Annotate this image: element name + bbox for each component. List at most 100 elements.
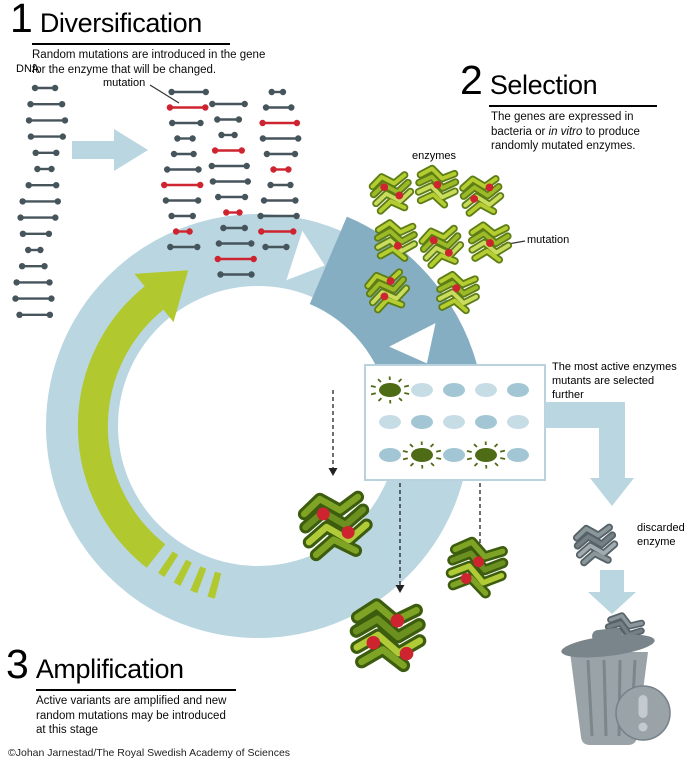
dna-base-dot: [241, 224, 248, 232]
dna-base-dot: [214, 255, 221, 263]
green-arrowhead: [134, 270, 189, 323]
dna-base-dot: [31, 84, 39, 92]
dna-base-dot: [12, 295, 19, 302]
step2-heading: 2 Selection: [460, 60, 598, 101]
enzymes-label: enzymes: [412, 150, 457, 162]
dna-base-dot: [220, 224, 227, 232]
green-arrow-dashes: [153, 548, 222, 599]
dna-base-dot: [217, 271, 224, 278]
dna-base-dot: [17, 214, 24, 221]
well: [443, 415, 465, 429]
enzyme-ribbon: [375, 297, 404, 312]
dna-base-dot: [258, 228, 265, 235]
step3-title: Amplification: [35, 654, 184, 684]
dna-mutated-2: [208, 100, 257, 278]
dna-base-dot: [13, 279, 20, 286]
mutation-dot: [485, 183, 494, 192]
mutation-dot: [366, 635, 381, 650]
active-well: [475, 448, 497, 462]
dna-base-dot: [268, 88, 275, 96]
well-ray: [466, 457, 473, 461]
dna-base-dot: [167, 243, 174, 251]
dna-base-dot: [19, 230, 27, 237]
enzyme-ribbon: [358, 646, 407, 669]
dna-base-dot: [164, 166, 171, 173]
dashed-arrowhead: [328, 468, 338, 476]
dna-base-dot: [208, 162, 215, 170]
well-ray: [398, 397, 403, 402]
trash-badge-mark: [638, 695, 648, 718]
mutation-dot: [470, 194, 479, 203]
dna-base-dot: [32, 149, 39, 156]
mutation-dot: [380, 292, 389, 301]
discard-arrow-icon: [545, 402, 634, 506]
enzyme-icon: [349, 598, 427, 673]
mutation-dot: [316, 507, 330, 521]
enzyme-cluster: [364, 164, 513, 315]
enzyme-ribbon: [470, 240, 511, 255]
dna-base-dot: [172, 228, 180, 235]
dna-base-dot: [189, 135, 196, 142]
credit-line: ©Johan Jarnestad/The Royal Swedish Acade…: [8, 747, 291, 759]
dna-base-dot: [279, 88, 287, 96]
plate-note: The most active enzymes mutants are sele…: [552, 361, 677, 401]
dna-base-dot: [263, 150, 271, 158]
dna-base-dot: [197, 181, 204, 189]
dna-base-dot: [260, 197, 268, 204]
well-ray: [409, 443, 414, 448]
dna-base-dot: [209, 178, 217, 185]
enzyme-ribbon: [378, 199, 407, 213]
dna-base-dot: [295, 135, 302, 142]
enzyme-icon: [436, 271, 480, 315]
enzyme-ribbon: [473, 248, 502, 262]
dna-base-dot: [231, 131, 238, 139]
dna-base-dot: [293, 119, 301, 127]
dna-base-dot: [293, 212, 300, 220]
well-ray: [473, 462, 479, 467]
well-ray: [500, 457, 506, 460]
enzyme-ribbon: [440, 298, 468, 313]
microplate: [364, 364, 546, 481]
dna-base-dot: [189, 212, 196, 220]
discarded-enzyme-icon: [572, 523, 619, 567]
dna-base-dot: [25, 182, 32, 189]
enzyme-ribbon: [574, 525, 612, 540]
dna-base-dot: [215, 240, 223, 247]
mutation-dot: [341, 525, 355, 539]
dna-base-dot: [34, 165, 41, 173]
mutation-dot: [486, 239, 494, 247]
dna-base-dot: [259, 135, 267, 142]
step2-description-part2: to produce randomly mutated enzymes.: [491, 125, 640, 153]
mutation-dot: [444, 248, 453, 257]
dna-base-dot: [211, 147, 219, 154]
dna-base-dot: [223, 209, 230, 216]
well-ray: [370, 392, 377, 396]
dna-base-dot: [186, 228, 193, 235]
enzyme-icon: [467, 221, 513, 264]
enzyme-ribbon: [420, 226, 456, 244]
dna-base-dot: [262, 104, 270, 111]
dna-base-dot: [287, 181, 294, 189]
dna-base-dot: [215, 193, 222, 201]
dna-base-dot: [197, 119, 204, 127]
dna-base-dot: [288, 104, 295, 111]
step3-heading: 3 Amplification: [6, 644, 184, 685]
step1-heading: 1 Diversification: [10, 0, 202, 39]
dna-base-dot: [257, 212, 264, 220]
dna-base-dot: [59, 133, 66, 140]
step2-underline: [489, 105, 657, 107]
active-well: [379, 383, 401, 397]
enzyme-ribbon: [367, 277, 406, 296]
well: [411, 415, 433, 429]
enzyme-ribbon: [437, 290, 479, 306]
dna-base-dot: [45, 230, 53, 237]
dna-base-dot: [168, 212, 175, 220]
dna-base-dot: [162, 197, 170, 204]
well: [475, 383, 497, 397]
well-ray: [494, 462, 499, 467]
dna-base-dot: [166, 104, 174, 111]
dna-base-dot: [53, 149, 60, 156]
dna-base-dot: [236, 209, 243, 216]
dna-base-dot: [46, 311, 54, 318]
